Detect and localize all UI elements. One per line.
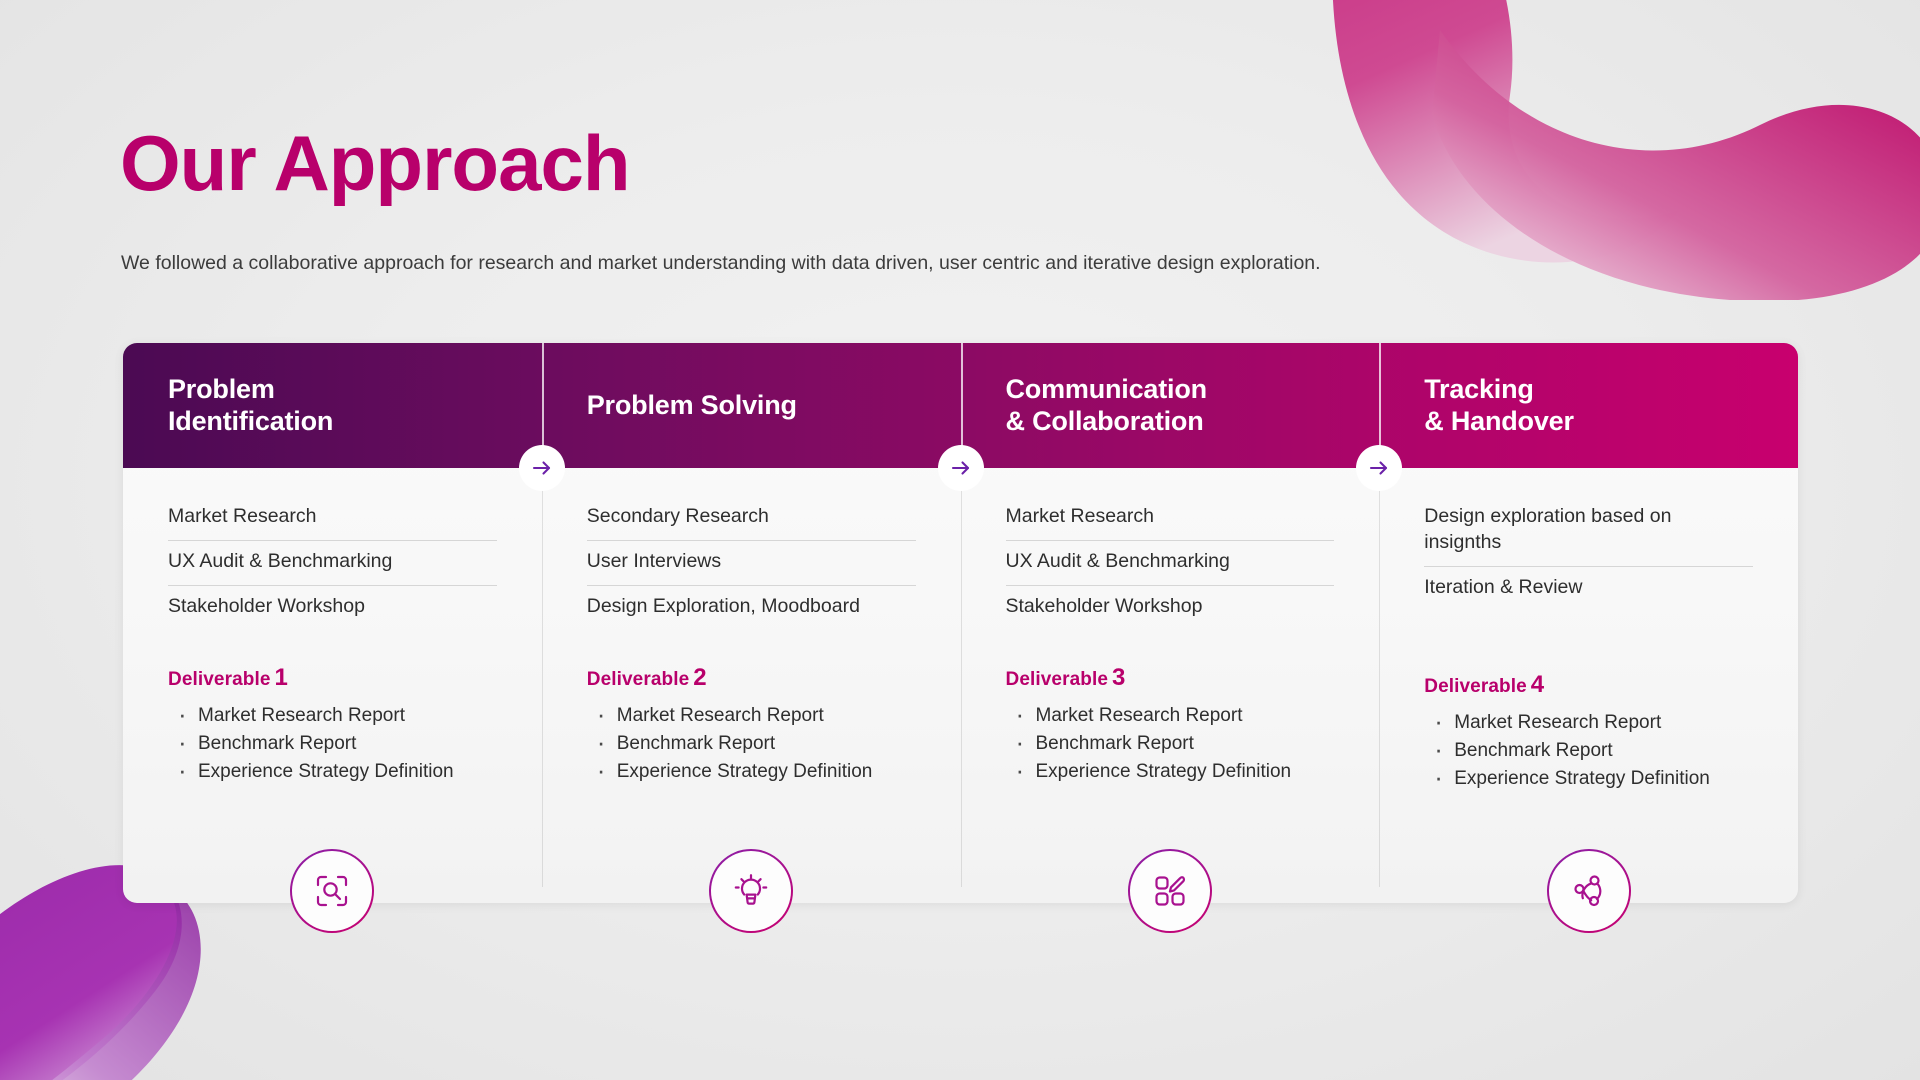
phase-title-4: Tracking& Handover (1424, 374, 1574, 436)
deliverable-list: Market Research Report Benchmark Report … (168, 700, 497, 786)
page-subtitle: We followed a collaborative approach for… (121, 252, 1321, 274)
task-item: Market Research (168, 496, 497, 541)
arrow-right-icon (1366, 455, 1392, 481)
phase-body-row: Market Research UX Audit & Benchmarking … (123, 468, 1798, 931)
list-item: Market Research Report (1424, 707, 1753, 737)
phase-header-3[interactable]: Communication& Collaboration (960, 343, 1380, 468)
phase-icon-3[interactable] (1128, 849, 1212, 933)
list-item: Benchmark Report (587, 728, 916, 758)
list-item: Benchmark Report (168, 728, 497, 758)
network-share-icon (1570, 872, 1608, 910)
scan-search-icon (313, 872, 351, 910)
phase-header-4[interactable]: Tracking& Handover (1379, 343, 1798, 468)
page-title: Our Approach (120, 119, 630, 207)
phase-column-4: Design exploration based on insignths It… (1379, 468, 1798, 931)
task-item: Secondary Research (586, 496, 916, 541)
task-item: UX Audit & Benchmarking (1005, 541, 1335, 586)
phase-title-3: Communication& Collaboration (1005, 374, 1208, 436)
task-item: Design Exploration, Moodboard (586, 595, 860, 617)
list-item: Benchmark Report (1006, 728, 1335, 758)
connector-3[interactable] (1356, 445, 1403, 491)
phase-column-3: Market Research UX Audit & Benchmarking … (960, 468, 1380, 931)
phase-column-1: Market Research UX Audit & Benchmarking … (123, 468, 542, 931)
task-item: User Interviews (586, 541, 916, 586)
list-item: Experience Strategy Definition (1424, 763, 1753, 793)
task-item: UX Audit & Benchmarking (168, 541, 497, 586)
task-item: Iteration & Review (1424, 576, 1583, 598)
deliverable-list: Market Research Report Benchmark Report … (1424, 707, 1753, 793)
grid-edit-icon (1151, 872, 1189, 910)
connector-2[interactable] (937, 445, 984, 491)
arrow-right-icon (948, 455, 974, 481)
list-item: Benchmark Report (1424, 735, 1753, 765)
list-item: Market Research Report (168, 700, 497, 730)
phase-header-2[interactable]: Problem Solving (541, 343, 961, 468)
task-item: Stakeholder Workshop (1005, 595, 1203, 617)
list-item: Market Research Report (1006, 700, 1335, 730)
phase-icon-1[interactable] (290, 849, 374, 933)
phase-icon-2[interactable] (709, 849, 793, 933)
deliverable-list: Market Research Report Benchmark Report … (1006, 700, 1335, 786)
deliverable-list: Market Research Report Benchmark Report … (587, 700, 916, 786)
lightbulb-icon (732, 872, 770, 910)
list-item: Experience Strategy Definition (168, 756, 497, 786)
phase-column-2: Secondary Research User Interviews Desig… (541, 468, 961, 931)
task-item: Stakeholder Workshop (168, 595, 365, 617)
list-item: Experience Strategy Definition (587, 756, 916, 786)
arrow-right-icon (529, 455, 555, 481)
task-item: Market Research (1005, 496, 1335, 541)
phase-icon-4[interactable] (1547, 849, 1631, 933)
phase-title-2: Problem Solving (586, 389, 797, 420)
task-item: Design exploration based on insignths (1424, 496, 1753, 567)
list-item: Experience Strategy Definition (1006, 756, 1335, 786)
connector-1[interactable] (518, 445, 565, 491)
list-item: Market Research Report (587, 700, 916, 730)
